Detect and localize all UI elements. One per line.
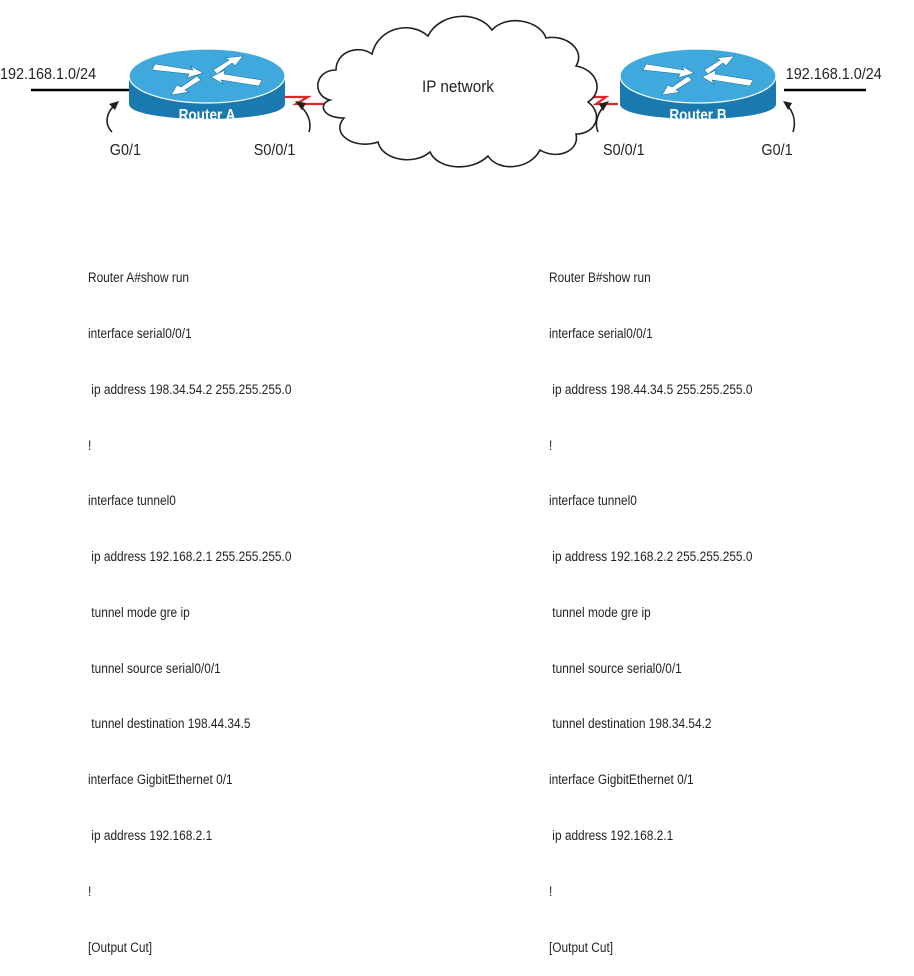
router-a: Router A: [128, 48, 286, 124]
config-line: tunnel source serial0/0/1: [88, 660, 221, 676]
config-line: tunnel mode gre ip: [549, 604, 651, 620]
config-line: !: [88, 883, 92, 899]
router-a-lan-network: 192.168.1.0/24: [0, 65, 97, 83]
router-a-config: Router A#show run interface serial0/0/1 …: [88, 232, 291, 976]
router-b-config: Router B#show run interface serial0/0/1 …: [549, 232, 752, 976]
router-a-label: Router A: [179, 107, 236, 124]
config-line: interface GigbitEthernet 0/1: [549, 772, 694, 788]
config-line: tunnel destination 198.44.34.5: [88, 716, 251, 732]
ip-network-cloud: [317, 15, 598, 168]
config-line: ip address 192.168.2.1: [549, 828, 674, 843]
config-line: interface serial0/0/1: [88, 325, 192, 341]
router-a-wan-interface: S0/0/1: [254, 141, 296, 159]
config-line: Router A#show run: [88, 270, 190, 286]
router-b: Router B: [619, 48, 777, 124]
config-line: interface serial0/0/1: [549, 325, 653, 341]
config-line: ip address 192.168.2.1: [88, 828, 213, 843]
config-line: Router B#show run: [549, 270, 651, 286]
cloud-label: IP network: [422, 77, 495, 96]
router-b-wan-interface: S0/0/1: [603, 141, 645, 159]
pointer-arrowhead-icon: [109, 101, 792, 111]
config-line: tunnel source serial0/0/1: [549, 660, 682, 676]
network-diagram: IP network Router A Router B 192.168.1.0…: [0, 15, 883, 168]
router-b-lan-network: 192.168.1.0/24: [786, 65, 883, 83]
config-line: interface GigbitEthernet 0/1: [88, 772, 233, 788]
router-b-lan-interface: G0/1: [761, 141, 792, 159]
router-b-label: Router B: [669, 107, 727, 124]
config-line: !: [549, 437, 553, 453]
router-a-lan-interface: G0/1: [110, 141, 141, 159]
config-line: ip address 198.34.54.2 255.255.255.0: [88, 381, 292, 397]
config-line: ip address 192.168.2.2 255.255.255.0: [549, 549, 753, 565]
config-line: [Output Cut]: [549, 939, 614, 955]
config-line: interface tunnel0: [549, 493, 637, 509]
config-line: !: [88, 437, 92, 453]
config-line: tunnel mode gre ip: [88, 604, 190, 620]
config-line: tunnel destination 198.34.54.2: [549, 716, 712, 732]
config-line: [Output Cut]: [88, 939, 153, 955]
config-line: ip address 192.168.2.1 255.255.255.0: [88, 549, 292, 565]
config-line: ip address 198.44.34.5 255.255.255.0: [549, 381, 753, 397]
serial-link-a: [284, 95, 330, 106]
config-line: !: [549, 883, 553, 899]
config-line: interface tunnel0: [88, 493, 176, 509]
